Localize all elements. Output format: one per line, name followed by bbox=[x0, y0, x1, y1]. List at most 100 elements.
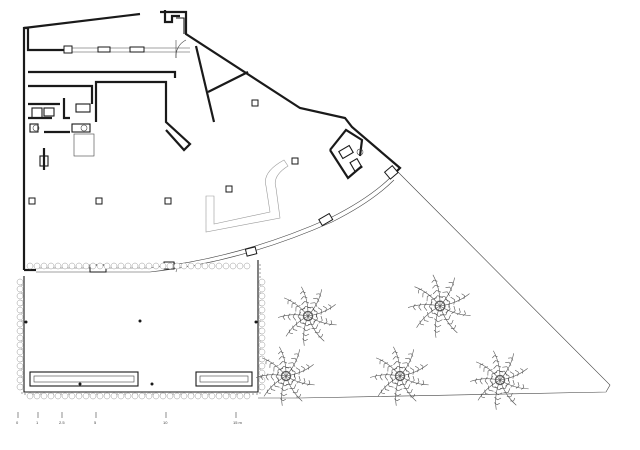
hedge-shrub bbox=[258, 320, 266, 328]
hedge-shrub bbox=[152, 262, 160, 270]
hedge-shrub bbox=[138, 262, 146, 270]
hedge-shrub bbox=[16, 327, 24, 335]
hedge-shrub bbox=[16, 320, 24, 328]
hedge-shrub bbox=[82, 262, 90, 270]
hedge-shrub bbox=[222, 392, 230, 400]
hedge-shrub bbox=[26, 392, 34, 400]
hedge-shrub bbox=[258, 362, 266, 370]
hedge-shrub bbox=[16, 369, 24, 377]
hedge-shrub bbox=[236, 262, 244, 270]
hedge-shrub bbox=[16, 299, 24, 307]
hedge-shrub bbox=[258, 327, 266, 335]
south-facade bbox=[36, 165, 399, 273]
hedge-shrub bbox=[258, 348, 266, 356]
hedge-shrub bbox=[258, 376, 266, 384]
hedge-shrub bbox=[258, 278, 266, 286]
hedge-shrub bbox=[103, 262, 111, 270]
hedge-shrub bbox=[16, 348, 24, 356]
hedge-shrub bbox=[258, 306, 266, 314]
structural-columns bbox=[28, 99, 299, 205]
hedge-shrub bbox=[243, 262, 251, 270]
hedge-shrub bbox=[16, 292, 24, 300]
hedge-shrub bbox=[229, 392, 237, 400]
hedge-shrub bbox=[258, 285, 266, 293]
hedge-shrub bbox=[180, 262, 188, 270]
hedge-shrub bbox=[33, 262, 41, 270]
hedge-shrub bbox=[16, 341, 24, 349]
hedge-shrub bbox=[236, 392, 244, 400]
hedge-shrub bbox=[215, 262, 223, 270]
hedge-shrub bbox=[243, 392, 251, 400]
hedge-shrub bbox=[26, 262, 34, 270]
hedge-shrub bbox=[215, 392, 223, 400]
hedge-shrub bbox=[124, 262, 132, 270]
hedge-shrub bbox=[96, 392, 104, 400]
hedge-shrub bbox=[16, 306, 24, 314]
hedge-shrub bbox=[89, 392, 97, 400]
hedge-shrub bbox=[222, 262, 230, 270]
hedge-shrub bbox=[229, 262, 237, 270]
palm-tree bbox=[369, 346, 429, 406]
hedge-shrub bbox=[180, 392, 188, 400]
hedge-shrub bbox=[68, 392, 76, 400]
hedge-shrub bbox=[173, 262, 181, 270]
hedge-shrub bbox=[75, 392, 83, 400]
corner-room bbox=[329, 128, 364, 180]
hedge-shrub bbox=[16, 383, 24, 391]
scale-label-3: 5 bbox=[94, 420, 97, 425]
hedge-shrub bbox=[40, 392, 48, 400]
scale-label-4: 10 bbox=[163, 420, 168, 425]
north-window-strip bbox=[63, 45, 190, 54]
scale-label-1: 1 bbox=[36, 420, 39, 425]
palm-trees bbox=[255, 274, 529, 410]
hedge-shrub bbox=[187, 262, 195, 270]
restroom-block bbox=[29, 103, 95, 170]
palm-tree bbox=[469, 350, 529, 410]
hedge-shrub bbox=[16, 376, 24, 384]
hedge-shrub bbox=[110, 262, 118, 270]
bar-counter bbox=[205, 159, 289, 233]
hedge-shrub bbox=[68, 262, 76, 270]
hedge-shrub bbox=[103, 392, 111, 400]
hedge-shrub bbox=[159, 262, 167, 270]
hedge-shrub bbox=[16, 334, 24, 342]
hedge-shrub bbox=[89, 262, 97, 270]
hedge-shrub bbox=[124, 392, 132, 400]
hedge-shrub bbox=[194, 392, 202, 400]
terrace-hedge bbox=[16, 262, 266, 400]
hedge-shrub bbox=[187, 392, 195, 400]
hedge-shrub bbox=[201, 392, 209, 400]
hedge-shrub bbox=[54, 392, 62, 400]
hedge-shrub bbox=[166, 392, 174, 400]
hedge-shrub bbox=[138, 392, 146, 400]
hedge-shrub bbox=[166, 262, 174, 270]
palm-tree bbox=[255, 346, 315, 406]
hedge-shrub bbox=[75, 262, 83, 270]
hedge-shrub bbox=[47, 262, 55, 270]
hedge-shrub bbox=[16, 278, 24, 286]
hedge-shrub bbox=[201, 262, 209, 270]
interior-walls bbox=[28, 45, 249, 152]
palm-tree bbox=[277, 286, 337, 346]
hedge-shrub bbox=[47, 392, 55, 400]
hedge-shrub bbox=[33, 392, 41, 400]
hedge-shrub bbox=[258, 383, 266, 391]
terrace bbox=[21, 260, 261, 395]
hedge-shrub bbox=[145, 392, 153, 400]
hedge-shrub bbox=[194, 262, 202, 270]
hedge-shrub bbox=[16, 362, 24, 370]
hedge-shrub bbox=[131, 262, 139, 270]
hedge-shrub bbox=[54, 262, 62, 270]
scale-bar: 0 1 2.5 5 10 15 m bbox=[16, 412, 243, 425]
site-boundary bbox=[258, 171, 611, 399]
hedge-shrub bbox=[258, 292, 266, 300]
exterior-walls bbox=[22, 10, 402, 272]
hedge-shrub bbox=[145, 262, 153, 270]
hedge-shrub bbox=[16, 355, 24, 363]
scale-label-0: 0 bbox=[16, 420, 19, 425]
hedge-shrub bbox=[131, 392, 139, 400]
hedge-shrub bbox=[208, 262, 216, 270]
hedge-shrub bbox=[61, 262, 69, 270]
hedge-shrub bbox=[110, 392, 118, 400]
top-entrance bbox=[163, 10, 187, 59]
